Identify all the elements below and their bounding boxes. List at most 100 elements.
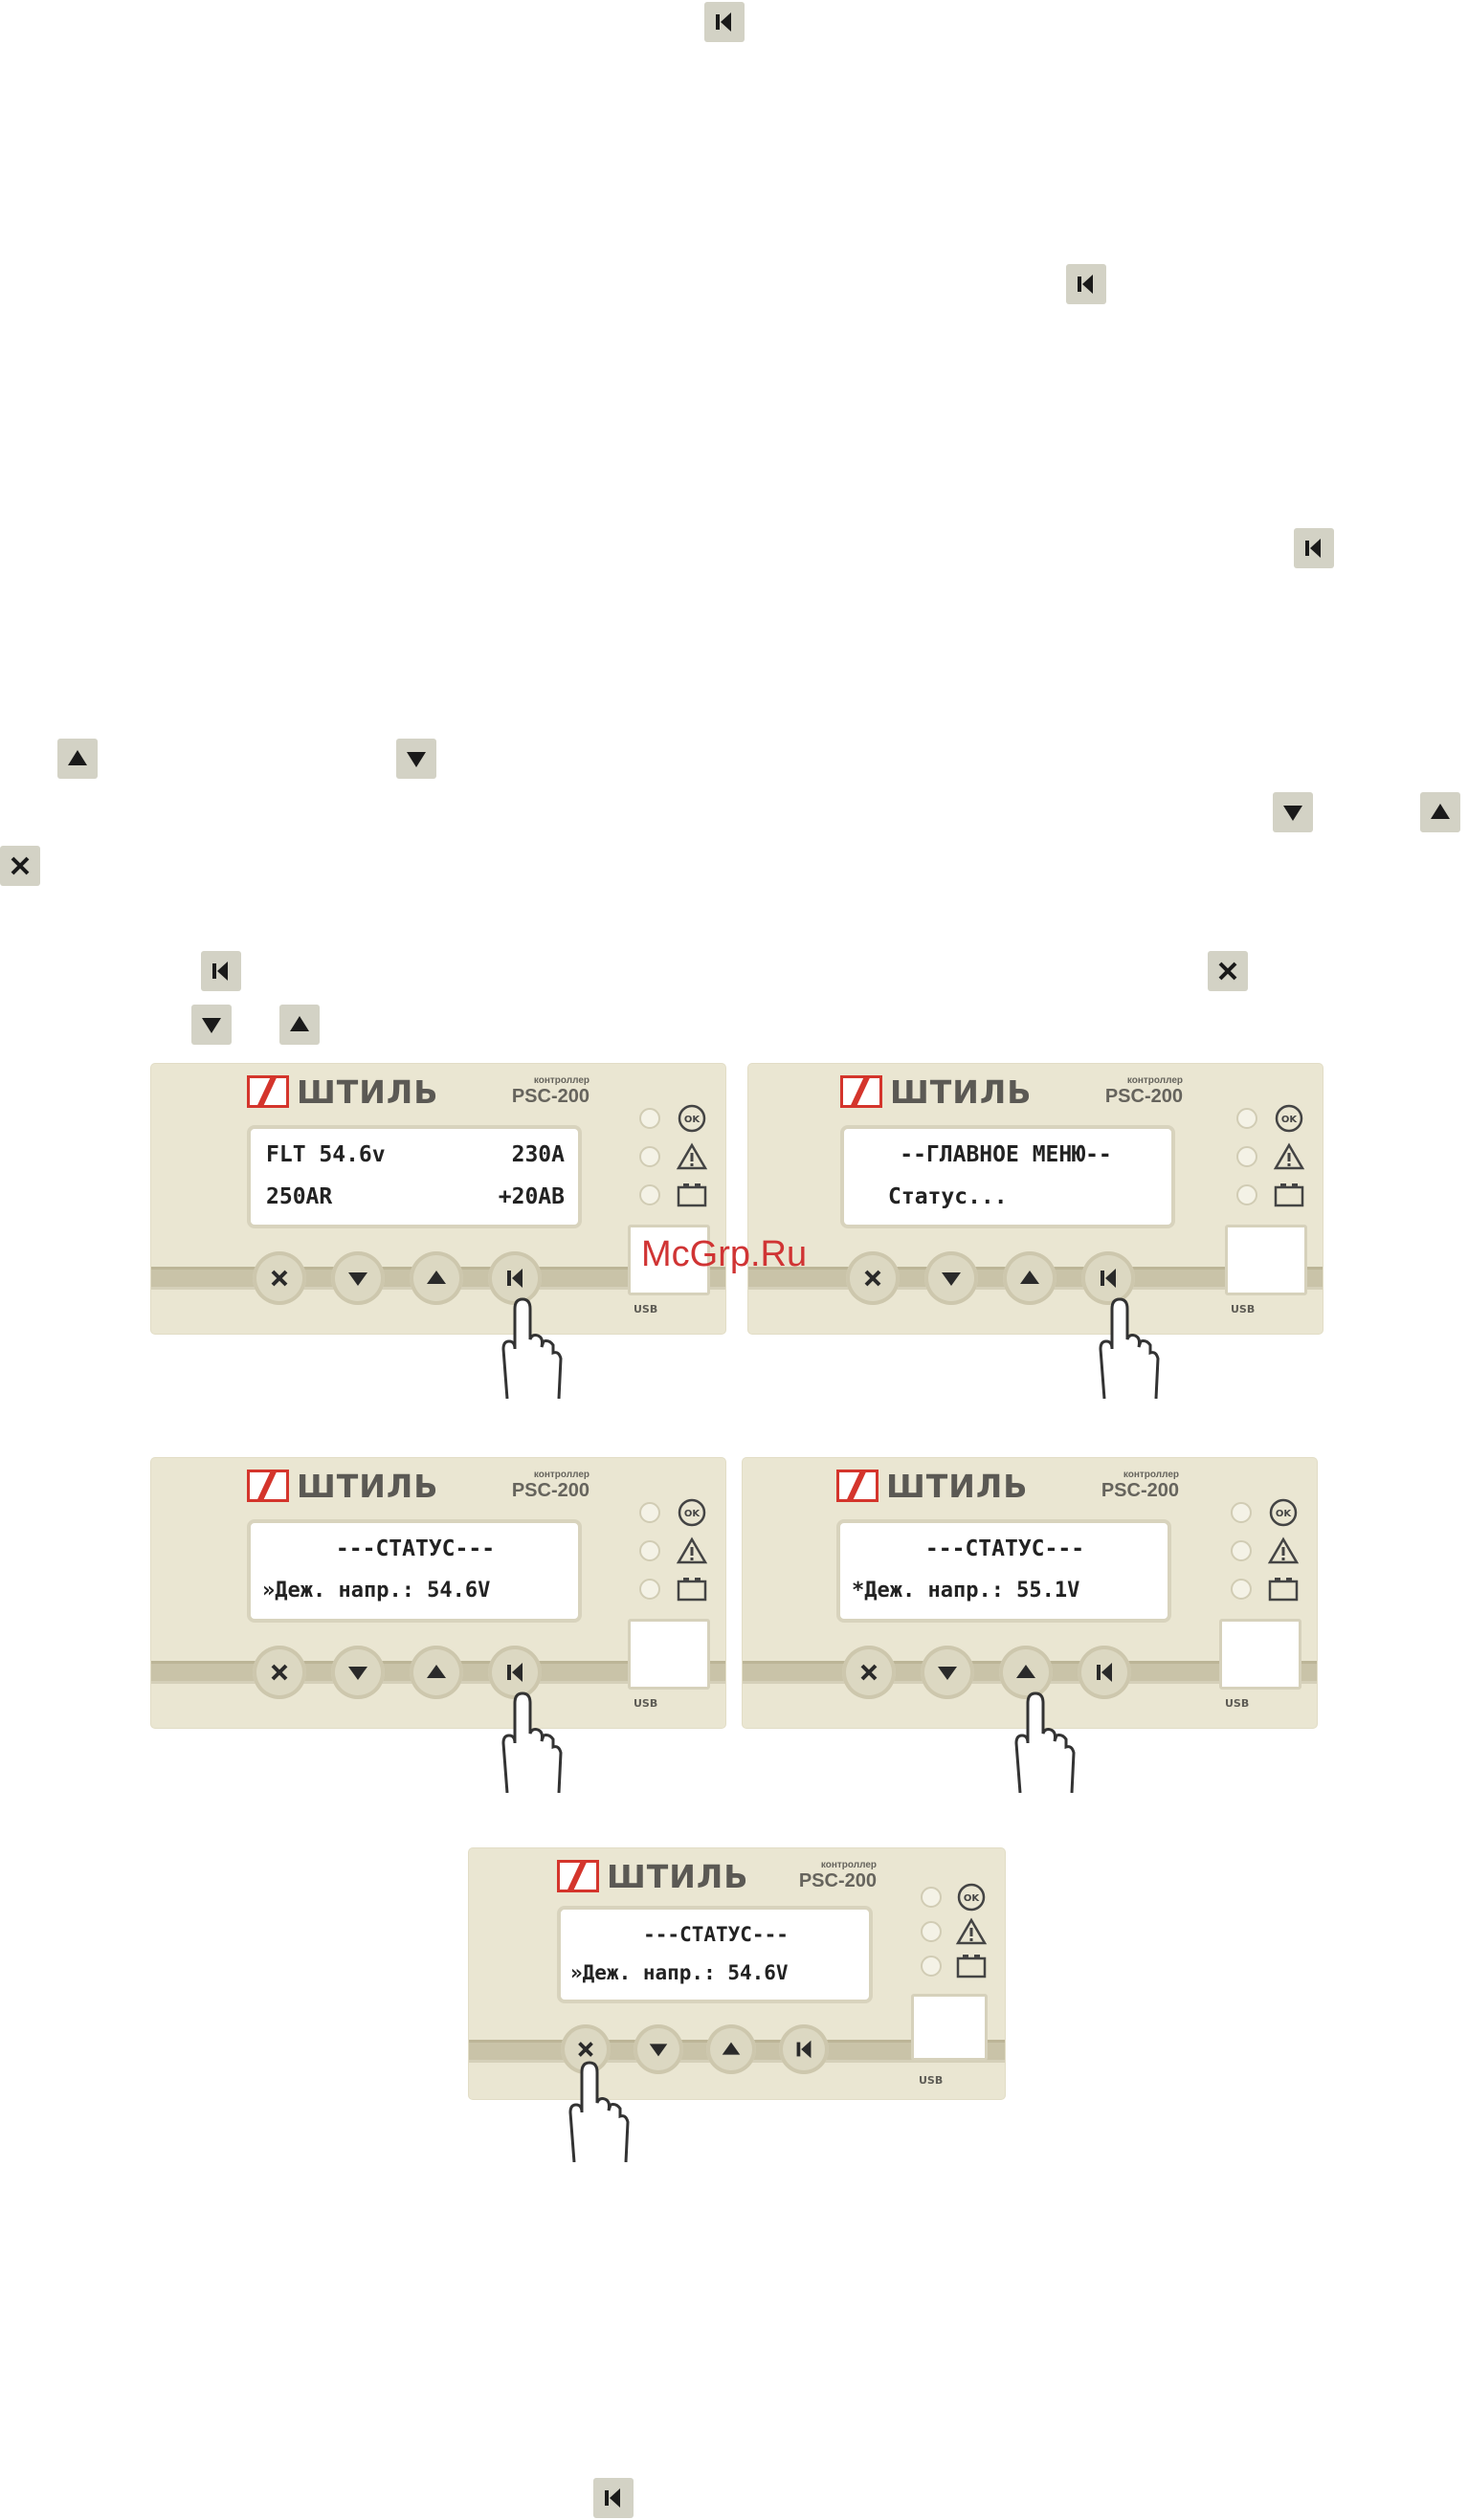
usb-port — [911, 1994, 988, 2061]
up-button[interactable] — [1003, 1251, 1057, 1305]
up-key-icon — [1420, 792, 1460, 832]
logo-mark-icon — [836, 1470, 879, 1502]
enter-key-icon — [1294, 528, 1334, 568]
lcd-line2: Статус... — [888, 1184, 1008, 1209]
up-button[interactable] — [706, 2024, 756, 2074]
usb-port — [628, 1619, 710, 1690]
battery-icon — [677, 1183, 707, 1207]
svg-text:OK: OK — [1276, 1509, 1293, 1519]
down-button[interactable] — [924, 1251, 978, 1305]
ok-icon: OK — [1275, 1104, 1303, 1133]
led-ok — [921, 1887, 942, 1908]
battery-icon — [956, 1955, 987, 1978]
logo-mark-icon — [557, 1860, 599, 1892]
logo: ШТИЛЬ — [247, 1072, 439, 1111]
led-ok — [639, 1108, 660, 1129]
pointing-hand-icon — [1014, 1691, 1076, 1793]
enter-button[interactable] — [779, 2024, 829, 2074]
ok-icon: OK — [678, 1104, 706, 1133]
logo-mark-icon — [840, 1075, 882, 1108]
led-ok — [1231, 1502, 1252, 1523]
led-ok — [639, 1502, 660, 1523]
lcd-line1: --ГЛАВНОЕ МЕНЮ-- — [900, 1142, 1112, 1167]
lcd-display: FLT 54.6v 230A 250AR +20AB — [247, 1125, 582, 1228]
enter-button[interactable] — [488, 1251, 542, 1305]
cancel-button[interactable] — [846, 1251, 900, 1305]
lcd-display: ---СТАТУС--- *Деж. напр.: 55.1V — [836, 1519, 1171, 1623]
enter-button[interactable] — [1081, 1251, 1135, 1305]
lcd-line1: ---СТАТУС--- — [924, 1536, 1085, 1561]
cancel-key-icon — [0, 846, 40, 886]
up-button[interactable] — [999, 1646, 1053, 1699]
lcd-line1: ---СТАТУС--- — [335, 1536, 496, 1561]
led-ok — [1236, 1108, 1257, 1129]
down-button[interactable] — [331, 1251, 385, 1305]
lcd-line2: *Деж. напр.: 55.1V — [852, 1579, 1080, 1603]
up-button[interactable] — [410, 1251, 463, 1305]
model-label: контроллер PSC-200 — [790, 1860, 877, 1890]
usb-port — [628, 1225, 710, 1295]
lcd-display: --ГЛАВНОЕ МЕНЮ-- Статус... — [840, 1125, 1175, 1228]
model-sub-label: контроллер — [820, 1860, 877, 1870]
lcd-line1: ---СТАТУС--- — [643, 1923, 789, 1946]
up-key-icon — [279, 1005, 320, 1045]
model-label: контроллер PSC-200 — [1093, 1470, 1179, 1500]
cancel-button[interactable] — [842, 1646, 896, 1699]
enter-key-icon — [593, 2478, 634, 2518]
model-sub-label: контроллер — [1126, 1075, 1183, 1086]
led-alarm — [639, 1540, 660, 1561]
usb-label: USB — [1225, 1697, 1250, 1710]
led-battery — [1231, 1579, 1252, 1600]
warning-icon — [955, 1917, 988, 1945]
lcd-line2-left: 250AR — [266, 1184, 333, 1209]
warning-icon — [676, 1142, 708, 1170]
lcd-display: ---СТАТУС--- »Деж. напр.: 54.6V — [247, 1519, 582, 1623]
usb-label: USB — [634, 1697, 658, 1710]
battery-icon — [1274, 1183, 1304, 1207]
up-key-icon — [57, 739, 98, 779]
model-sub-label: контроллер — [1123, 1470, 1179, 1480]
ok-icon: OK — [957, 1883, 986, 1912]
led-battery — [921, 1956, 942, 1977]
usb-label: USB — [919, 2074, 944, 2087]
model-sub-label: контроллер — [533, 1075, 589, 1086]
led-alarm — [1236, 1146, 1257, 1167]
enter-button[interactable] — [1078, 1646, 1131, 1699]
down-button[interactable] — [921, 1646, 974, 1699]
usb-label: USB — [1231, 1303, 1256, 1315]
down-button[interactable] — [634, 2024, 683, 2074]
lcd-line1-right: 230A — [511, 1142, 565, 1167]
down-button[interactable] — [331, 1646, 385, 1699]
lcd-line1-left: FLT 54.6v — [266, 1142, 386, 1167]
ok-icon: OK — [1269, 1498, 1298, 1527]
controller-panel-3: ШТИЛЬ контроллер PSC-200 ---СТАТУС--- »Д… — [151, 1458, 725, 1728]
model-label: контроллер PSC-200 — [503, 1470, 589, 1500]
warning-icon — [1267, 1536, 1300, 1564]
model-name: PSC-200 — [1104, 1086, 1183, 1107]
cancel-key-icon — [1208, 951, 1248, 991]
usb-port — [1219, 1619, 1301, 1690]
enter-key-icon — [1066, 264, 1106, 304]
logo: ШТИЛЬ — [836, 1467, 1029, 1505]
svg-text:OK: OK — [964, 1893, 981, 1904]
logo-text: ШТИЛЬ — [886, 1467, 1029, 1505]
lcd-line2: »Деж. напр.: 54.6V — [570, 1961, 789, 1984]
pointing-hand-icon — [1099, 1297, 1160, 1399]
cancel-button[interactable] — [253, 1251, 306, 1305]
cancel-button[interactable] — [253, 1646, 306, 1699]
down-key-icon — [191, 1005, 232, 1045]
led-battery — [639, 1184, 660, 1205]
svg-text:OK: OK — [684, 1509, 701, 1519]
usb-label: USB — [634, 1303, 658, 1315]
enter-button[interactable] — [488, 1646, 542, 1699]
logo: ШТИЛЬ — [840, 1072, 1033, 1111]
controller-panel-1: ШТИЛЬ контроллер PSC-200 FLT 54.6v 230A … — [151, 1064, 725, 1334]
lcd-line2: »Деж. напр.: 54.6V — [262, 1579, 491, 1603]
logo-text: ШТИЛЬ — [297, 1072, 439, 1111]
warning-icon — [1273, 1142, 1305, 1170]
logo-text: ШТИЛЬ — [297, 1467, 439, 1505]
pointing-hand-icon — [501, 1691, 563, 1793]
enter-key-icon — [201, 951, 241, 991]
logo-text: ШТИЛЬ — [890, 1072, 1033, 1111]
up-button[interactable] — [410, 1646, 463, 1699]
